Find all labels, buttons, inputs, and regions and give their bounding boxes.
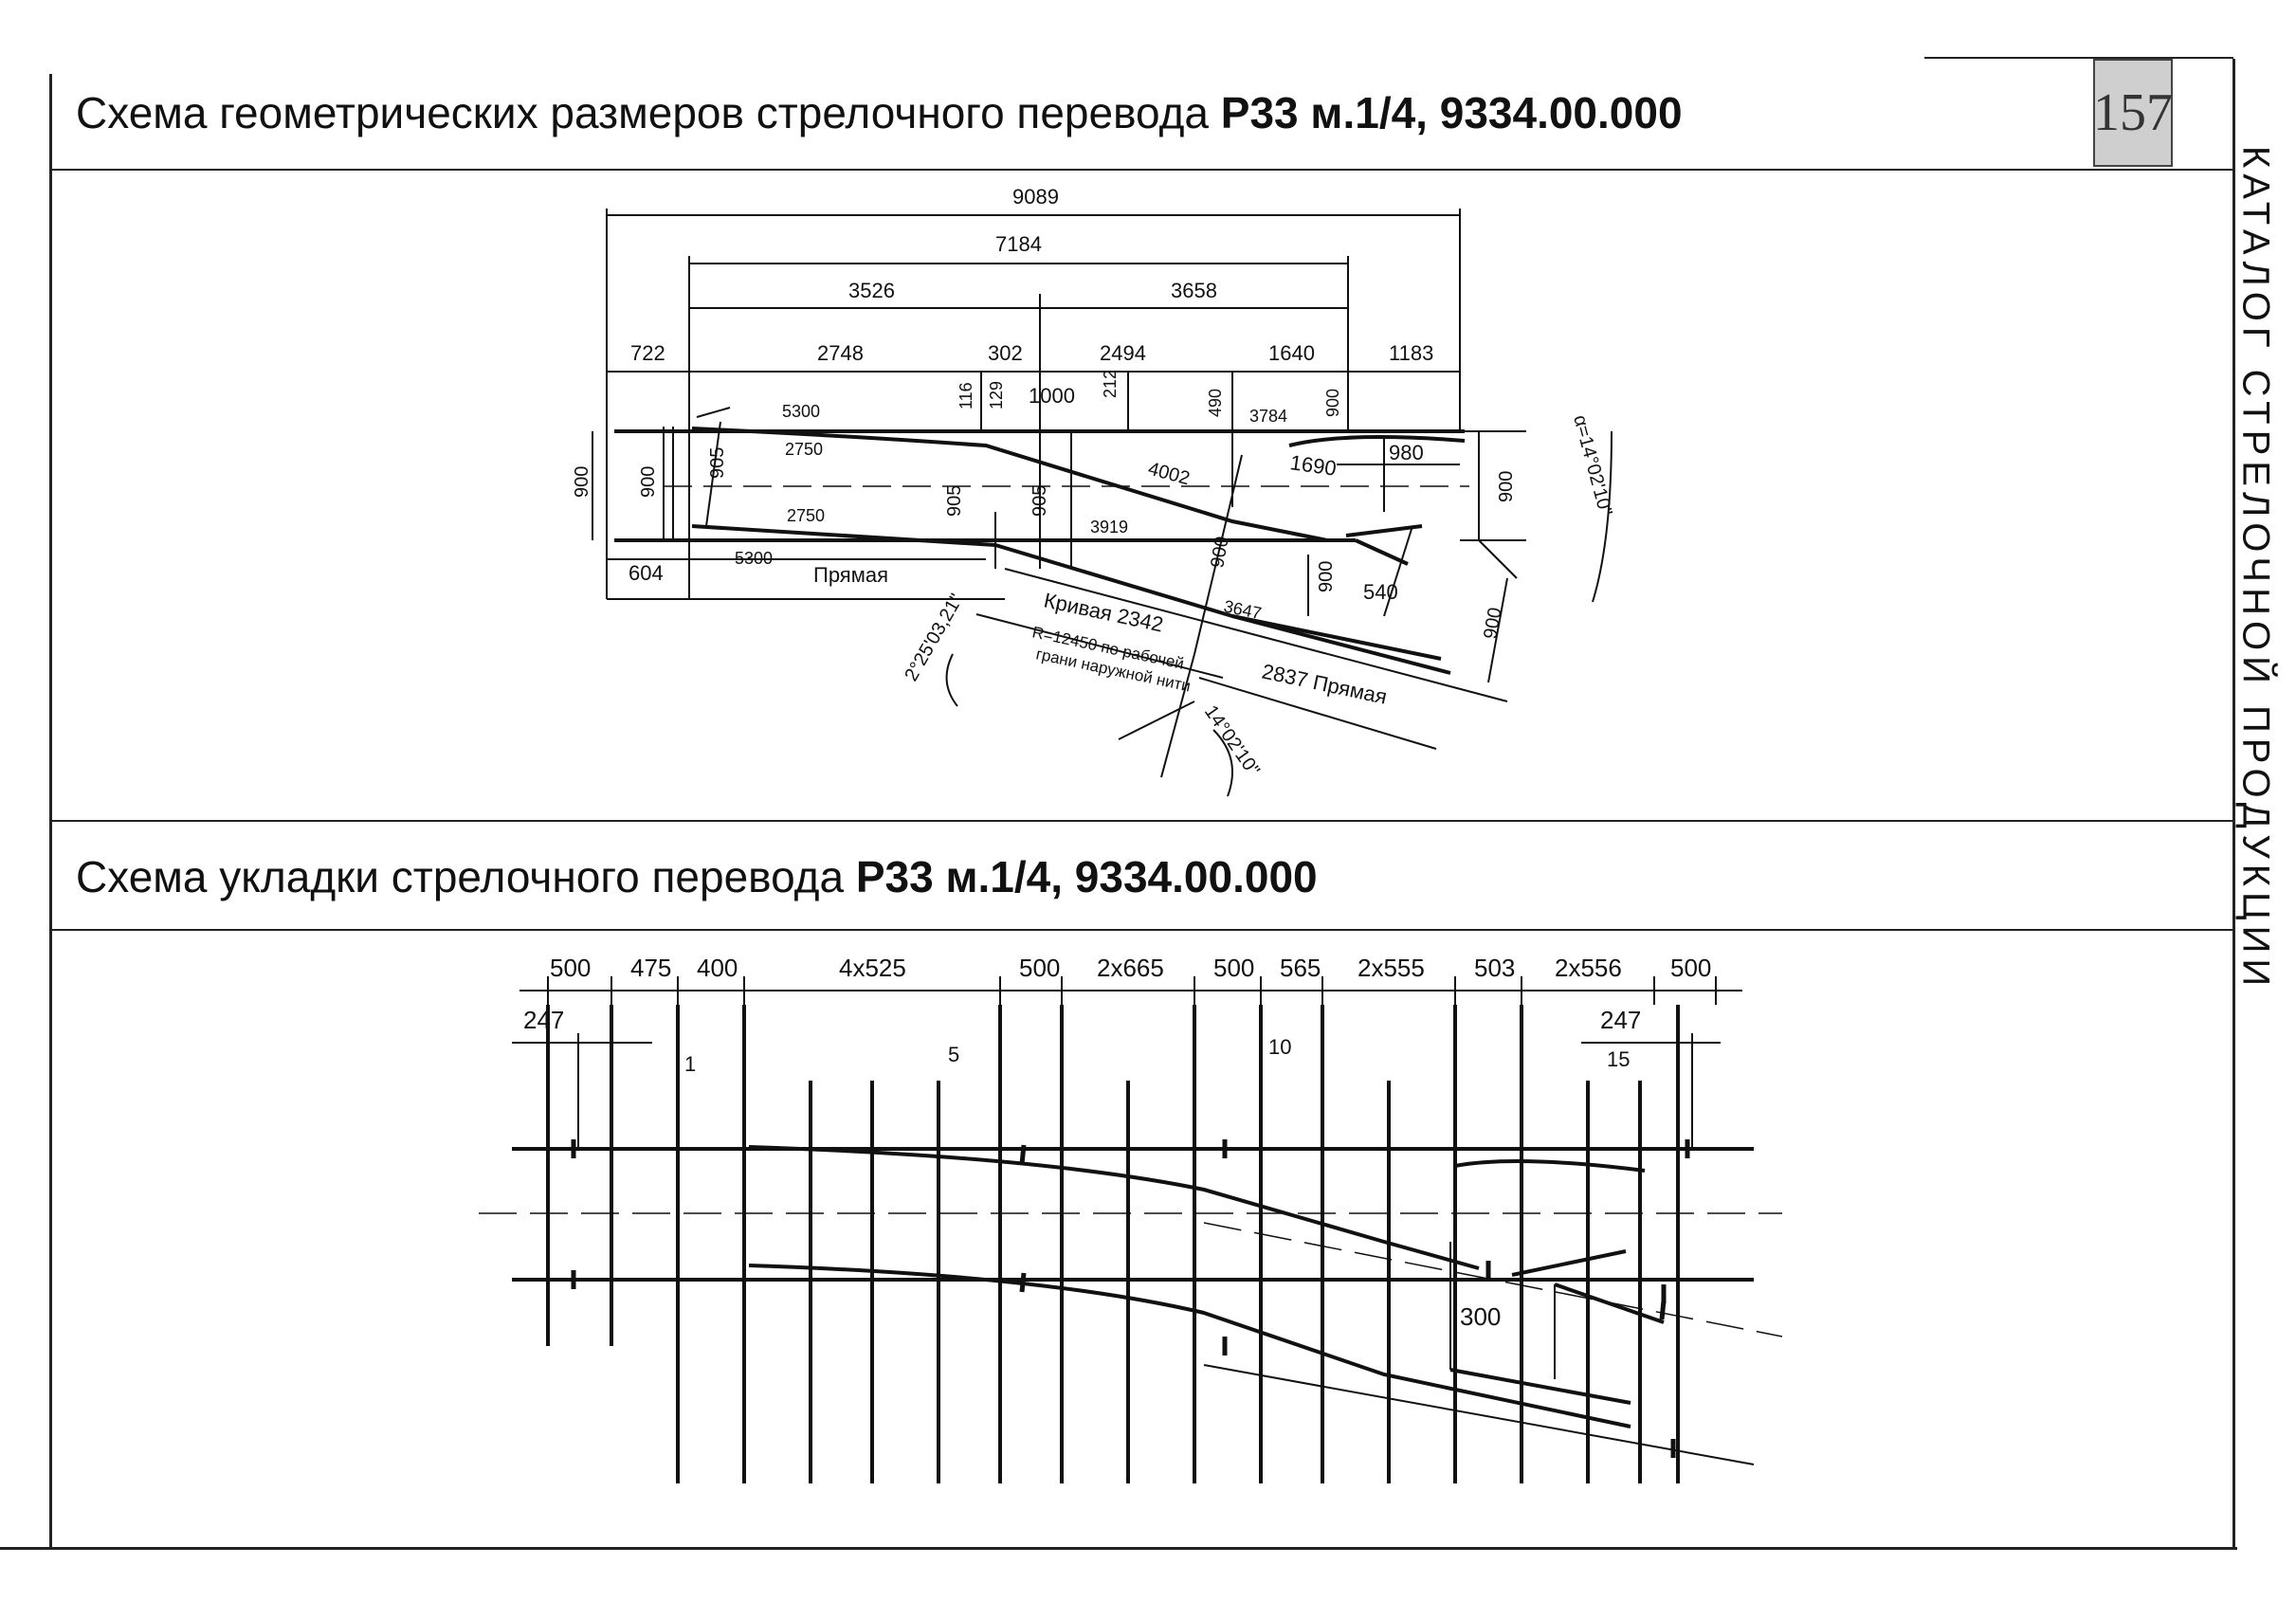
- dim-905-a: 905: [707, 447, 728, 479]
- dim-1000: 1000: [1029, 384, 1075, 408]
- sp-2x555: 2x555: [1358, 954, 1425, 982]
- dim-900-top: 900: [1323, 389, 1342, 417]
- dim-900-left2: 900: [638, 466, 659, 498]
- dim-722: 722: [630, 341, 665, 365]
- dim-116: 116: [957, 382, 975, 409]
- sp-503: 503: [1474, 954, 1515, 982]
- dim-1183: 1183: [1389, 341, 1433, 365]
- dim-302: 302: [988, 341, 1023, 365]
- sp-247-left: 247: [523, 1006, 564, 1034]
- dim-2750-bottom: 2750: [787, 506, 825, 525]
- sleeper-num-5: 5: [948, 1043, 959, 1066]
- sleeper-num-1: 1: [684, 1052, 696, 1076]
- sp-400: 400: [697, 954, 738, 982]
- section2-title-bold: Р33 м.1/4, 9334.00.000: [855, 852, 1318, 901]
- dim-2748: 2748: [817, 341, 864, 365]
- sp-500-d: 500: [1670, 954, 1711, 982]
- dim-2494: 2494: [1100, 341, 1146, 365]
- frame-left-border: [49, 74, 52, 1548]
- sp-2x556: 2x556: [1555, 954, 1622, 982]
- sp-300: 300: [1460, 1302, 1501, 1331]
- label-straight1: Прямая: [813, 563, 888, 587]
- section2-title: Схема укладки стрелочного перевода Р33 м…: [76, 851, 1318, 902]
- dim-3919: 3919: [1090, 518, 1128, 537]
- sp-247-right: 247: [1600, 1006, 1641, 1034]
- frame-right-border: [2232, 59, 2235, 1549]
- dim-900-right: 900: [1496, 471, 1517, 502]
- dim-490: 490: [1206, 389, 1225, 417]
- dim-980: 980: [1389, 441, 1424, 464]
- section2-title-normal: Схема укладки стрелочного перевода: [76, 852, 856, 901]
- dim-3658: 3658: [1171, 279, 1217, 302]
- section1-title-bold: Р33 м.1/4, 9334.00.000: [1220, 88, 1683, 137]
- dim-212: 212: [1101, 370, 1120, 398]
- dim-900-n: 900: [1316, 561, 1337, 592]
- page-number: 157: [2093, 59, 2173, 167]
- dim-3526: 3526: [848, 279, 895, 302]
- sp-2x665: 2x665: [1097, 954, 1164, 982]
- dim-905-c: 905: [1030, 485, 1050, 517]
- dim-5300-top: 5300: [782, 402, 820, 421]
- sp-475: 475: [630, 954, 671, 982]
- dim-3784: 3784: [1249, 407, 1287, 426]
- sp-500-a: 500: [550, 954, 591, 982]
- dim-1640: 1640: [1268, 341, 1315, 365]
- dim-900-left1: 900: [572, 466, 592, 498]
- section1-title: Схема геометрических размеров стрелочног…: [76, 87, 1683, 138]
- dim-9089: 9089: [1012, 185, 1059, 209]
- dim-7184: 7184: [995, 232, 1042, 256]
- sp-500-c: 500: [1213, 954, 1254, 982]
- dim-129: 129: [987, 381, 1006, 409]
- sp-4x525: 4x525: [839, 954, 906, 982]
- dim-2750-top: 2750: [785, 440, 823, 459]
- divider-header1: [49, 169, 2234, 171]
- frame-top-right: [1924, 57, 2233, 59]
- dim-540: 540: [1363, 580, 1398, 604]
- sleeper-num-15: 15: [1607, 1047, 1630, 1071]
- dim-905-b: 905: [944, 485, 965, 517]
- divider-header2: [49, 929, 2234, 931]
- dim-604: 604: [629, 561, 664, 585]
- sp-565: 565: [1280, 954, 1321, 982]
- sp-500-b: 500: [1019, 954, 1060, 982]
- section1-title-normal: Схема геометрических размеров стрелочног…: [76, 88, 1221, 137]
- frame-bottom-border: [0, 1547, 2237, 1550]
- divider-section2-top: [49, 820, 2234, 822]
- dim-5300-bottom: 5300: [735, 549, 773, 568]
- sleeper-num-10: 10: [1268, 1035, 1291, 1059]
